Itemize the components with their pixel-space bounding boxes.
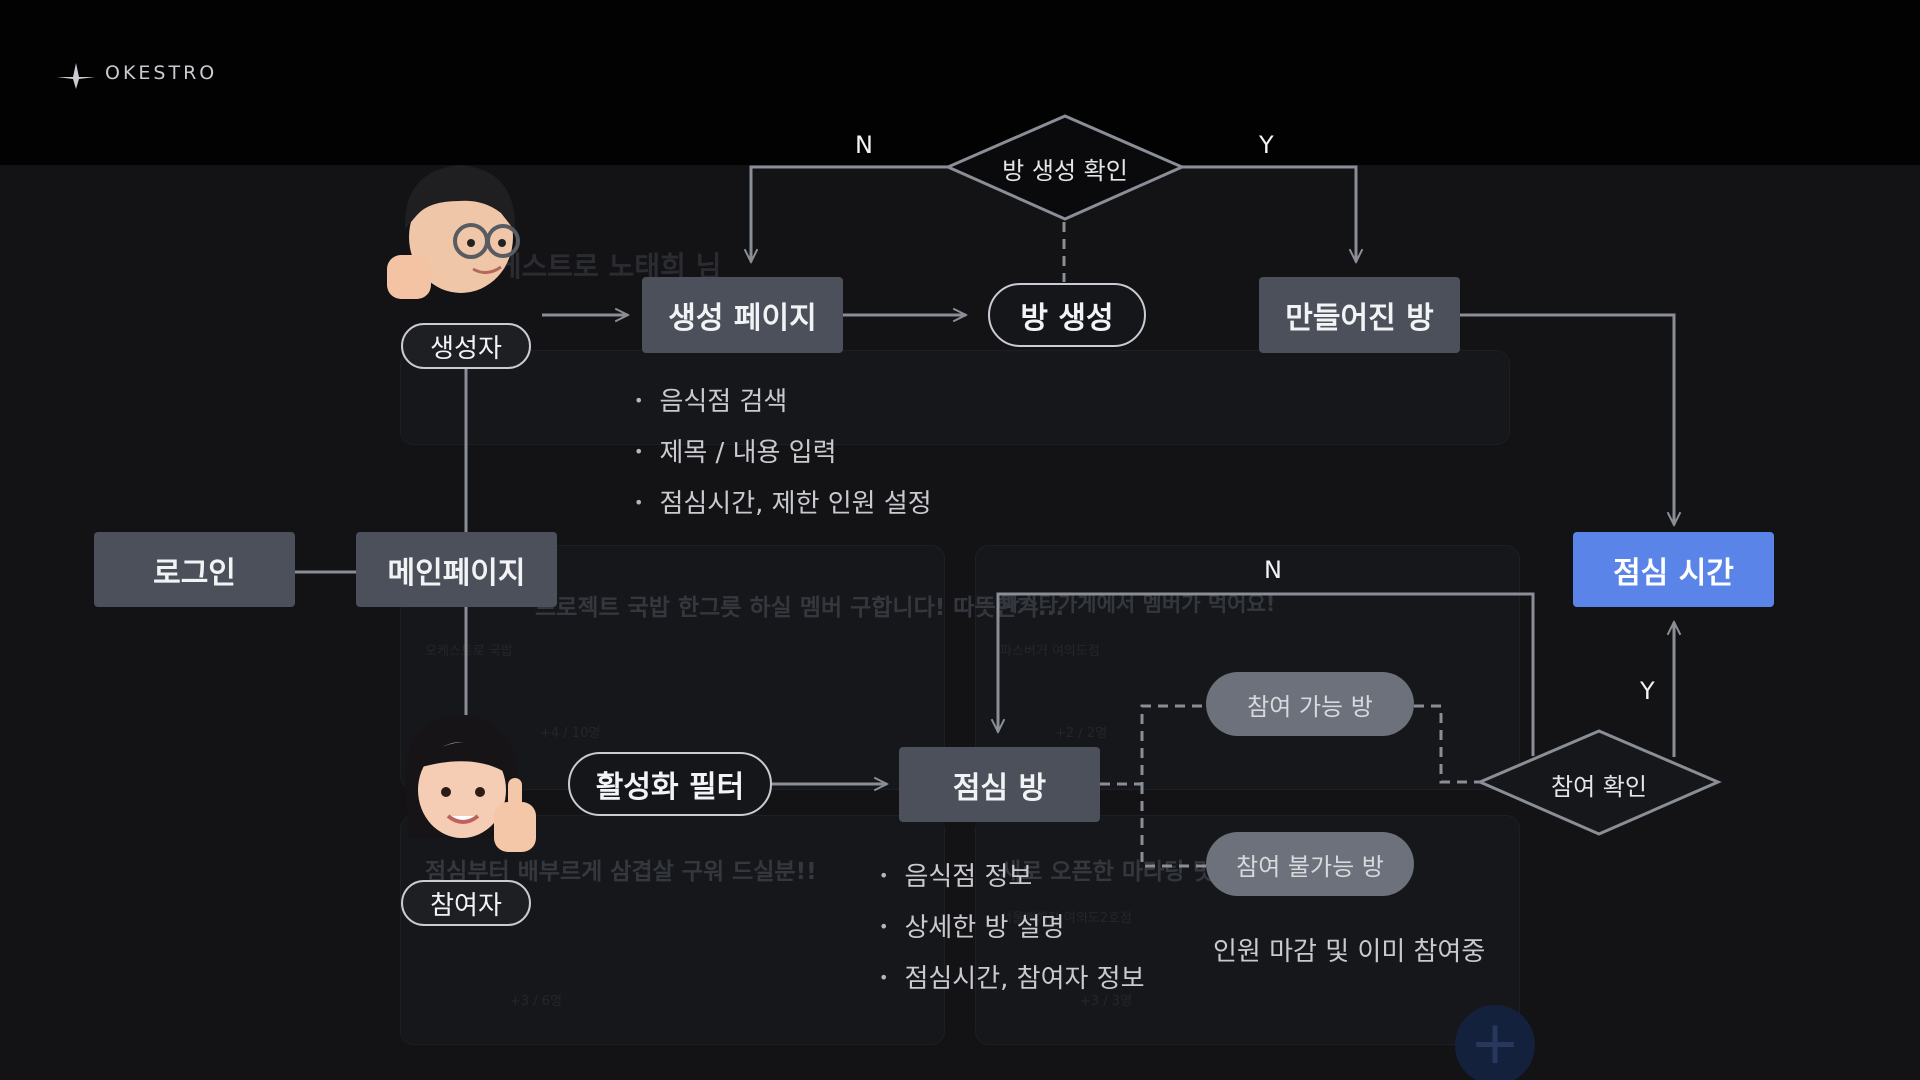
edge-check-y: [1182, 165, 1356, 262]
edge-made-lunchtime: [1460, 313, 1674, 525]
okestro-logo-icon: [57, 63, 95, 89]
create-page-bullets: 음식점 검색 제목 / 내용 입력 점심시간, 제한 인원 설정: [634, 378, 932, 531]
decision-room-check-label: 방 생성 확인: [1002, 157, 1128, 185]
edge-lunchroom-options-dashed: [1100, 704, 1206, 786]
node-lunch-room: 점심 방: [899, 747, 1100, 822]
bg-card-place: 파스버거 여의도점: [1000, 644, 1100, 659]
node-create-page: 생성 페이지: [642, 277, 843, 353]
not-joinable-note: 인원 마감 및 이미 참여중: [1213, 937, 1486, 967]
lunch-room-bullets: 음식점 정보 상세한 방 설명 점심시간, 참여자 정보: [879, 853, 1145, 1006]
bg-card-count: +4 / 10명: [540, 726, 601, 741]
edge-check-n: [751, 165, 950, 262]
node-joinable-room: 참여 가능 방: [1206, 672, 1414, 736]
bg-add-button: +: [1455, 1005, 1535, 1080]
bg-card-place: 오케스트로 국밥: [425, 644, 513, 659]
bg-card-count: +3 / 6명: [510, 994, 563, 1009]
bg-card-title: 프로젝트 국밥 한그릇 하실 멤버 구합니다! 따뜻한거...: [535, 595, 1065, 621]
decision-join-check-label: 참여 확인: [1551, 773, 1647, 801]
decision-join-check: [1476, 729, 1722, 836]
node-room-created: 방 생성: [988, 283, 1146, 347]
node-made-room: 만들어진 방: [1259, 277, 1460, 353]
role-creator: 생성자: [401, 323, 531, 369]
decision-room-check: [944, 114, 1186, 221]
label-y-room: Y: [1259, 131, 1274, 159]
bg-banner-card: [400, 350, 1510, 445]
node-login: 로그인: [94, 532, 295, 607]
edge-lunchroom-notjoin-dashed: [1140, 784, 1206, 868]
label-n-join: N: [1264, 556, 1282, 584]
node-main-page: 메인페이지: [356, 532, 557, 607]
node-active-filter: 활성화 필터: [568, 752, 772, 816]
top-bar: [0, 0, 1920, 165]
creator-avatar: [387, 165, 520, 299]
participant-avatar: [405, 716, 536, 852]
list-item: 상세한 방 설명: [879, 904, 1145, 955]
list-item: 제목 / 내용 입력: [634, 429, 932, 480]
role-participant: 참여자: [401, 880, 531, 926]
edge-joinable-check-dashed: [1414, 704, 1480, 784]
logo-text: OKESTRO: [105, 62, 218, 84]
label-n-room: N: [855, 131, 873, 159]
bg-card-count: +2 / 2명: [1055, 726, 1108, 741]
list-item: 점심시간, 참여자 정보: [879, 955, 1144, 1006]
edge-join-n: [998, 592, 1535, 756]
list-item: 음식점 정보: [879, 853, 1145, 904]
brand-logo: OKESTRO: [55, 57, 217, 89]
label-y-join: Y: [1640, 677, 1655, 705]
node-not-joinable-room: 참여 불가능 방: [1206, 832, 1414, 896]
node-lunch-time: 점심 시간: [1573, 532, 1774, 607]
list-item: 점심시간, 제한 인원 설정: [634, 480, 931, 531]
list-item: 음식점 검색: [634, 378, 932, 429]
bg-card-title: 파스타가게에서 멤버가 먹어요!: [1000, 592, 1276, 616]
